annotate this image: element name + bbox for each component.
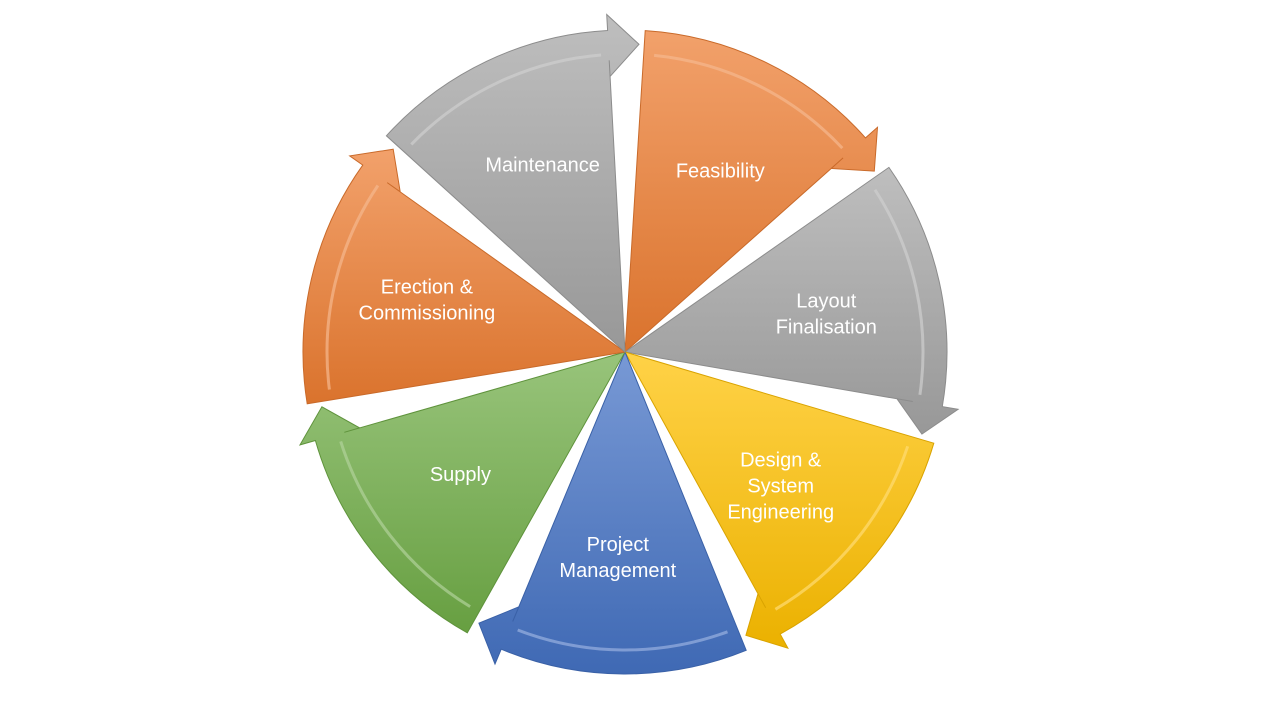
segment-erection-commissioning: Erection &Commissioning — [302, 148, 627, 405]
segment-label-erection-commissioning: Erection &Commissioning — [359, 276, 496, 324]
segment-rim-highlight — [339, 440, 471, 608]
segment-rim-highlight — [517, 628, 729, 652]
segment-rim-highlight — [410, 53, 602, 146]
segment-wedge — [624, 30, 879, 354]
segment-wedge — [623, 351, 935, 650]
segment-wedge — [298, 351, 627, 634]
segment-rim-highlight — [873, 188, 925, 396]
segment-rim-highlight — [653, 53, 844, 150]
segment-wedge — [302, 148, 627, 405]
segment-rim-highlight — [774, 445, 910, 611]
segment-label-maintenance: Maintenance — [485, 154, 600, 176]
segment-rim-highlight — [325, 184, 380, 390]
segment-wedge — [623, 166, 960, 435]
segment-feasibility: Feasibility — [624, 30, 879, 354]
segment-label-feasibility: Feasibility — [676, 161, 765, 183]
segment-wedge — [385, 13, 640, 354]
segment-label-supply: Supply — [430, 464, 491, 486]
segment-supply: Supply — [298, 351, 627, 634]
segment-maintenance: Maintenance — [385, 13, 640, 354]
segment-wedge — [478, 350, 747, 675]
